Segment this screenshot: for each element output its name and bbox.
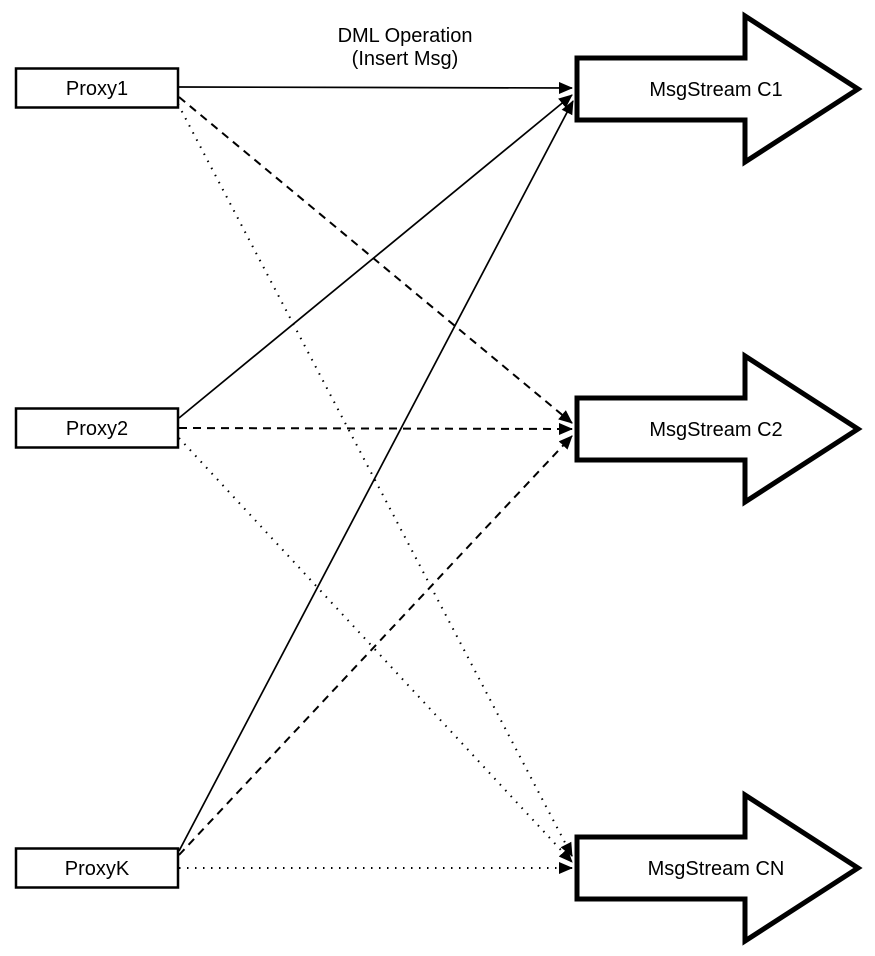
edge-proxy1-cn: [177, 103, 573, 857]
proxyk-label: ProxyK: [65, 858, 130, 880]
edge-proxy2-c2: [178, 422, 573, 435]
proxy2-node: Proxy2: [14, 407, 180, 449]
proxy1-label: Proxy1: [66, 78, 128, 100]
msgstream-c1-node: MsgStream C1: [574, 11, 863, 167]
diagram-title-line1: DML Operation: [338, 25, 473, 47]
msgstream-c1-arrow: [574, 11, 863, 167]
msgstream-c2-arrow: [574, 351, 863, 507]
edge-proxy2-c1: [178, 94, 573, 419]
proxy1-node: Proxy1: [14, 67, 180, 109]
diagram-title-line2: (Insert Msg): [352, 48, 459, 70]
edge-proxy1-c1: [178, 81, 573, 94]
proxyk-node: ProxyK: [14, 847, 180, 889]
msgstream-cn-label: MsgStream CN: [648, 858, 785, 880]
msgstream-cn-arrow: [574, 790, 863, 946]
edge-proxy1-c2: [178, 96, 573, 424]
msgstream-c1-label: MsgStream C1: [649, 79, 782, 101]
proxy2-box: [14, 407, 180, 449]
proxyk-box: [14, 847, 180, 889]
edge-proxy2-cn: [178, 437, 573, 863]
proxy2-label: Proxy2: [66, 418, 128, 440]
edge-proxyk-c1: [178, 100, 574, 852]
msgstream-c2-label: MsgStream C2: [649, 419, 782, 441]
msgstream-c2-node: MsgStream C2: [574, 351, 863, 507]
msgstream-cn-node: MsgStream CN: [574, 790, 863, 946]
edge-proxyk-c2: [178, 435, 573, 856]
proxy1-box: [14, 67, 180, 109]
